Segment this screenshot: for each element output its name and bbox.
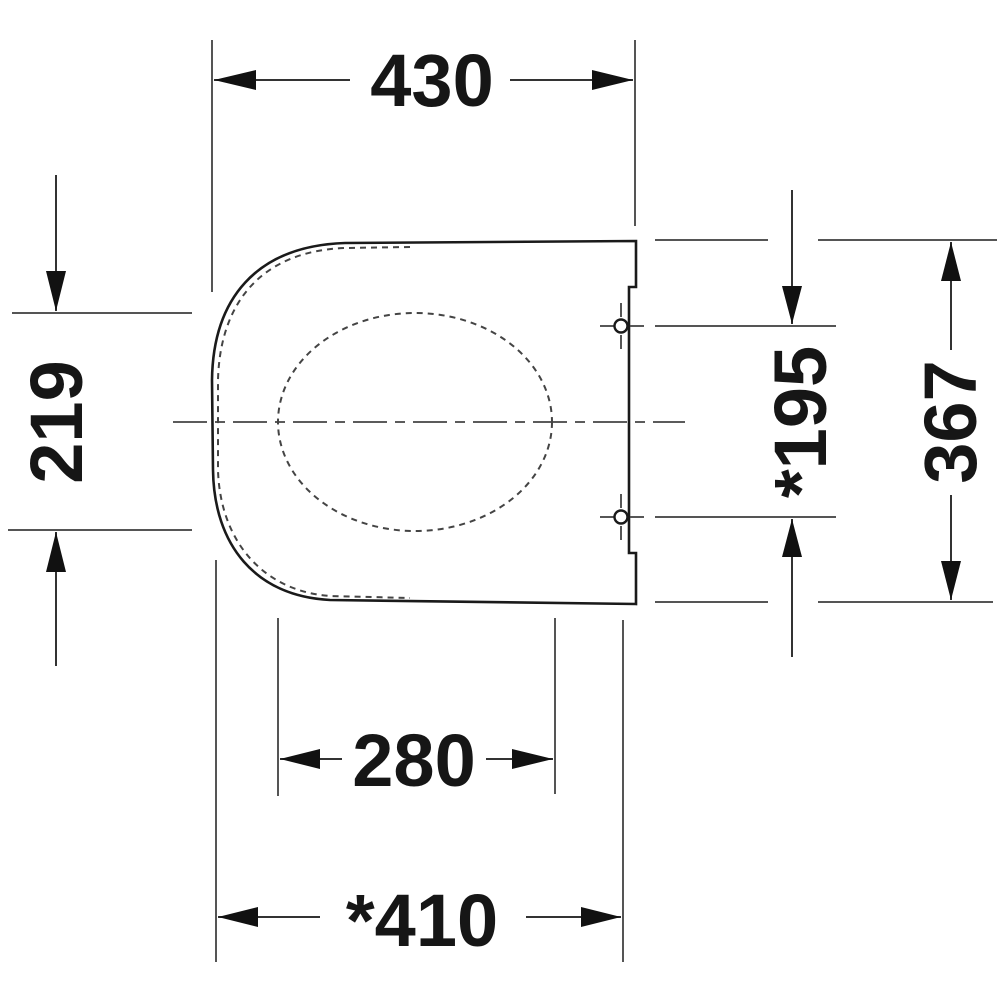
dimension-label-367: 367 — [909, 360, 992, 483]
dimension-hinge-to-front: *410 — [215, 560, 624, 962]
dimension-overall-width: 367 — [818, 239, 997, 603]
dimension-hinge-spacing: *195 — [655, 190, 842, 657]
seat-outline — [210, 239, 638, 606]
dimension-label-280: 280 — [352, 719, 475, 802]
dimension-label-430: 430 — [370, 39, 493, 122]
dimension-rear-width: 219 — [8, 175, 192, 666]
hinge-hole-top — [600, 303, 644, 349]
dimension-opening-length: 280 — [277, 618, 556, 802]
dimension-overall-length: 430 — [211, 39, 636, 292]
dimension-label-219: 219 — [15, 360, 98, 483]
hinge-hole-bottom — [600, 494, 644, 540]
dimension-label-410: *410 — [346, 879, 498, 962]
dimension-label-195: *195 — [759, 346, 842, 498]
